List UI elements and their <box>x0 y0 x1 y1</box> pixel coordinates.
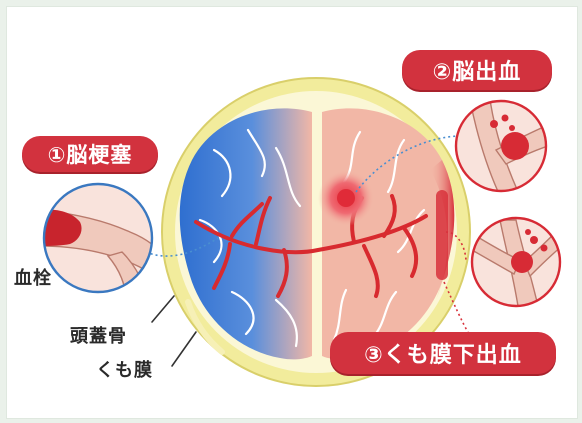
cerebral-hemorrhage-label: ②脳出血 <box>402 50 552 90</box>
inset-subarachnoid-hemorrhage <box>472 218 562 306</box>
thrombus-label: 血栓 <box>14 264 52 290</box>
arachnoid-label: くも膜 <box>96 356 153 382</box>
skull-label: 頭蓋骨 <box>70 322 127 348</box>
leader-line-skull <box>152 296 174 322</box>
inset-infarction <box>40 184 168 300</box>
cerebral-infarction-label: ①脳梗塞 <box>22 136 158 172</box>
hemorrhage-core <box>337 189 355 207</box>
leader-line-arachnoid <box>172 332 196 366</box>
subarachnoid-hemorrhage-label: ③くも膜下出血 <box>330 332 556 374</box>
inset-cerebral-hemorrhage <box>456 100 560 196</box>
